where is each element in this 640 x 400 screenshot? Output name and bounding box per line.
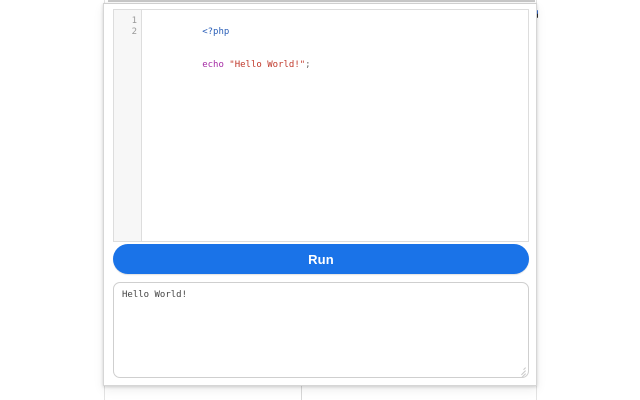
php-runner-popup: 1 2 <?php echo "Hello World!"; Run Hello… [103,3,537,386]
output-console[interactable]: Hello World! [113,282,529,378]
run-button[interactable]: Run [113,244,529,274]
php-code-editor[interactable]: 1 2 <?php echo "Hello World!"; [113,9,529,242]
page-top-rule [108,0,535,2]
code-token-string: "Hello World!" [229,60,306,70]
page-background-left [0,0,103,400]
resize-handle-icon[interactable] [516,365,526,377]
page-column-divider [301,382,302,400]
page-background-right [537,0,640,400]
line-number: 1 [131,16,137,26]
code-token-open-tag: <?php [202,27,230,37]
output-line: Hello World! [122,290,188,300]
line-number: 2 [131,27,137,37]
code-token-keyword: echo [202,60,224,70]
code-line: echo "Hello World!"; [148,49,528,82]
code-token-semicolon: ; [305,60,311,70]
code-line: <?php [148,16,528,49]
editor-line-number-gutter: 1 2 [114,10,142,241]
editor-code-area[interactable]: <?php echo "Hello World!"; [142,10,528,241]
